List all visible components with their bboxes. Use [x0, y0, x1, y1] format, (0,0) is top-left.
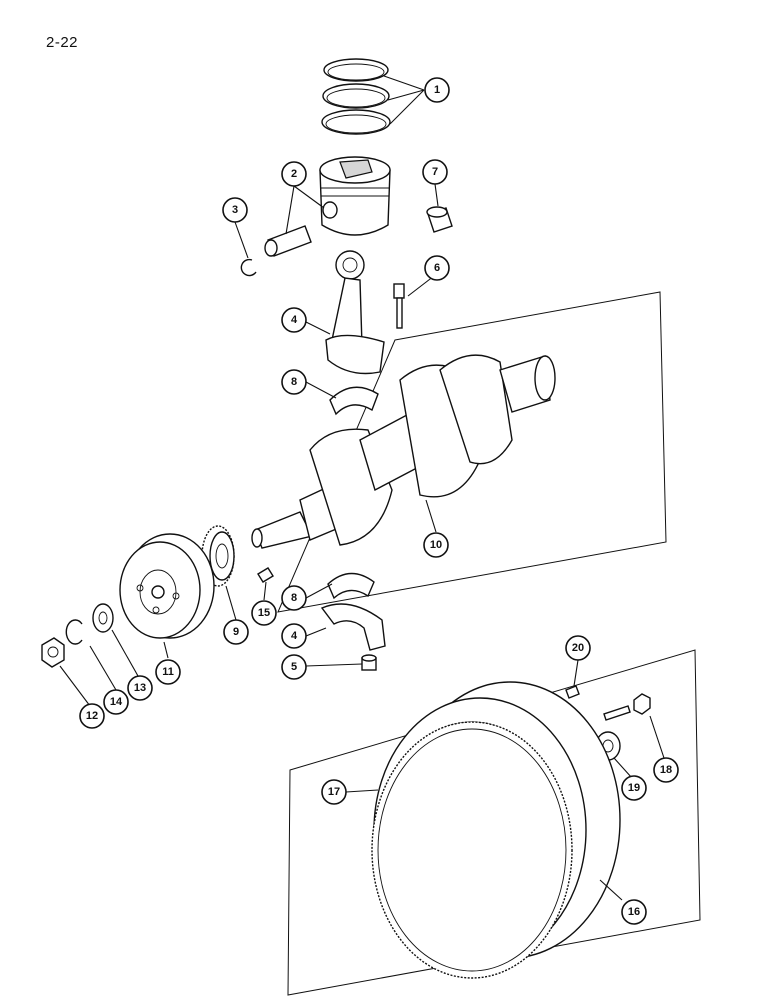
svg-text:18: 18	[660, 764, 672, 776]
callout-14: 14	[103, 689, 129, 715]
bearing-shell-upper	[329, 386, 379, 416]
svg-text:4: 4	[291, 314, 298, 326]
crankshaft	[251, 354, 556, 549]
callout-2: 2	[281, 161, 307, 187]
dowel-pin	[565, 685, 580, 699]
svg-text:8: 8	[291, 376, 297, 388]
svg-text:10: 10	[430, 539, 442, 551]
svg-text:11: 11	[162, 666, 174, 678]
svg-text:2: 2	[291, 168, 297, 180]
snap-ring	[240, 258, 257, 277]
callout-13: 13	[127, 675, 153, 701]
svg-text:19: 19	[628, 782, 640, 794]
page-number: 2-22	[46, 34, 79, 51]
ring-gear	[371, 721, 573, 979]
svg-text:16: 16	[628, 906, 640, 918]
svg-text:1: 1	[434, 84, 440, 96]
svg-text:4: 4	[291, 630, 298, 642]
flywheel-frame	[287, 649, 701, 996]
svg-text:14: 14	[110, 696, 123, 708]
piston-pin	[264, 225, 312, 257]
callout-11: 11	[155, 659, 181, 685]
piston-rings	[321, 58, 391, 135]
callout-10: 10	[423, 532, 449, 558]
connecting-rod	[325, 250, 385, 375]
bushing	[426, 206, 453, 233]
svg-text:15: 15	[258, 607, 270, 619]
callout-18: 18	[653, 757, 679, 783]
callout-4-cap: 4	[281, 623, 307, 649]
svg-text:3: 3	[232, 204, 238, 216]
callout-5: 5	[281, 654, 307, 680]
callout-9: 9	[223, 619, 249, 645]
callout-19: 19	[621, 775, 647, 801]
flywheel-bolt	[603, 693, 651, 721]
svg-text:17: 17	[328, 786, 340, 798]
lock-washer	[65, 619, 83, 645]
svg-text:8: 8	[291, 592, 297, 604]
bearing-shell-lower	[327, 572, 375, 600]
flat-washer	[92, 603, 114, 633]
callout-17: 17	[321, 779, 347, 805]
callout-8-upper: 8	[281, 369, 307, 395]
svg-text:6: 6	[434, 262, 440, 274]
callout-4-rod: 4	[281, 307, 307, 333]
callout-15: 15	[251, 600, 277, 626]
svg-text:7: 7	[432, 166, 438, 178]
callout-7: 7	[422, 159, 448, 185]
hex-nut	[41, 637, 65, 668]
callout-3: 3	[222, 197, 248, 223]
callout-16: 16	[621, 899, 647, 925]
callout-20: 20	[565, 635, 591, 661]
piston	[319, 156, 391, 236]
crank-pulley	[119, 533, 215, 639]
svg-text:20: 20	[572, 642, 584, 654]
rod-bolt	[393, 283, 405, 329]
callout-6: 6	[424, 255, 450, 281]
connecting-rod-cap	[320, 603, 386, 651]
callout-12: 12	[79, 703, 105, 729]
svg-text:5: 5	[291, 661, 297, 673]
leader-lines	[59, 75, 665, 901]
cap-nut	[361, 654, 377, 671]
callout-1: 1	[424, 77, 450, 103]
callout-8-lower: 8	[281, 585, 307, 611]
crank-key	[257, 567, 274, 583]
svg-text:12: 12	[86, 710, 98, 722]
svg-text:13: 13	[134, 682, 146, 694]
svg-text:9: 9	[233, 626, 239, 638]
